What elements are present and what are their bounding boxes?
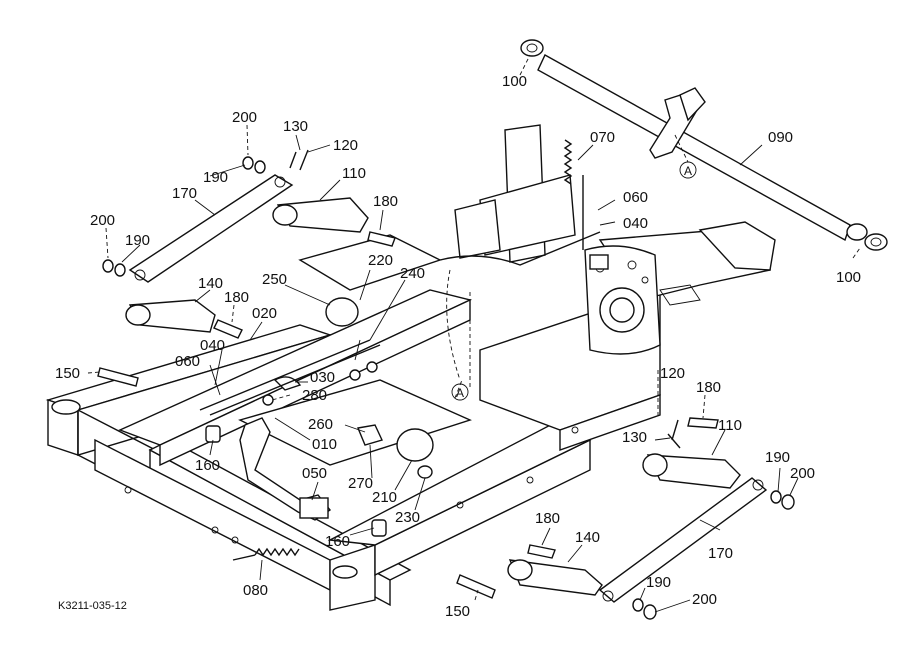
main-frame — [45, 124, 776, 611]
callout-180: 180 — [696, 379, 721, 396]
callout-090: 090 — [768, 129, 793, 146]
callout-040: 040 — [623, 215, 648, 232]
callout-190: 190 — [646, 574, 671, 591]
callout-120: 120 — [660, 365, 685, 382]
callout-180: 180 — [224, 289, 249, 306]
callout-260: 260 — [308, 416, 333, 433]
callout-190: 190 — [125, 232, 150, 249]
callout-140: 140 — [198, 275, 223, 292]
callout-200: 200 — [232, 109, 257, 126]
callout-060: 060 — [623, 189, 648, 206]
callout-240: 240 — [400, 265, 425, 282]
callout-230: 230 — [395, 509, 420, 526]
callout-140: 140 — [575, 529, 600, 546]
callout-280: 280 — [302, 387, 327, 404]
callout-070: 070 — [590, 129, 615, 146]
callout-010: 010 — [312, 436, 337, 453]
rear-shaft-assembly — [520, 39, 888, 251]
svg-text:A: A — [456, 386, 464, 400]
bolts — [97, 367, 496, 599]
callout-220: 220 — [368, 252, 393, 269]
section-marker-a: A A — [451, 134, 697, 401]
callout-190: 190 — [765, 449, 790, 466]
callout-210: 210 — [372, 489, 397, 506]
transmission-housing — [584, 245, 701, 355]
callout-270: 270 — [348, 475, 373, 492]
callout-050: 050 — [302, 465, 327, 482]
callout-250: 250 — [262, 271, 287, 288]
callout-150: 150 — [55, 365, 80, 382]
callout-040: 040 — [200, 337, 225, 354]
callout-160: 160 — [195, 457, 220, 474]
control-rods — [199, 139, 601, 416]
callout-190: 190 — [203, 169, 228, 186]
pedal-linkage — [205, 297, 434, 561]
callout-labels: 100 090 100 200 130 120 190 110 170 180 … — [55, 73, 861, 620]
callout-180: 180 — [373, 193, 398, 210]
callout-200: 200 — [90, 212, 115, 229]
svg-text:A: A — [684, 164, 692, 178]
callout-180: 180 — [535, 510, 560, 527]
left-link-assembly — [102, 149, 396, 339]
callout-080: 080 — [243, 582, 268, 599]
leader-lines — [87, 54, 861, 613]
callout-120: 120 — [333, 137, 358, 154]
callout-130: 130 — [283, 118, 308, 135]
callout-200: 200 — [692, 591, 717, 608]
right-link-assembly — [507, 417, 795, 620]
callout-100: 100 — [502, 73, 527, 90]
callout-200: 200 — [790, 465, 815, 482]
callout-020: 020 — [252, 305, 277, 322]
callout-130: 130 — [622, 429, 647, 446]
callout-110: 110 — [718, 417, 742, 434]
callout-110: 110 — [342, 165, 366, 182]
callout-150: 150 — [445, 603, 470, 620]
figure-id: K3211-035-12 — [58, 600, 127, 612]
callout-160: 160 — [325, 533, 350, 550]
callout-030: 030 — [310, 369, 335, 386]
callout-060: 060 — [175, 353, 200, 370]
callout-170: 170 — [708, 545, 733, 562]
callout-170: 170 — [172, 185, 197, 202]
callout-100: 100 — [836, 269, 861, 286]
